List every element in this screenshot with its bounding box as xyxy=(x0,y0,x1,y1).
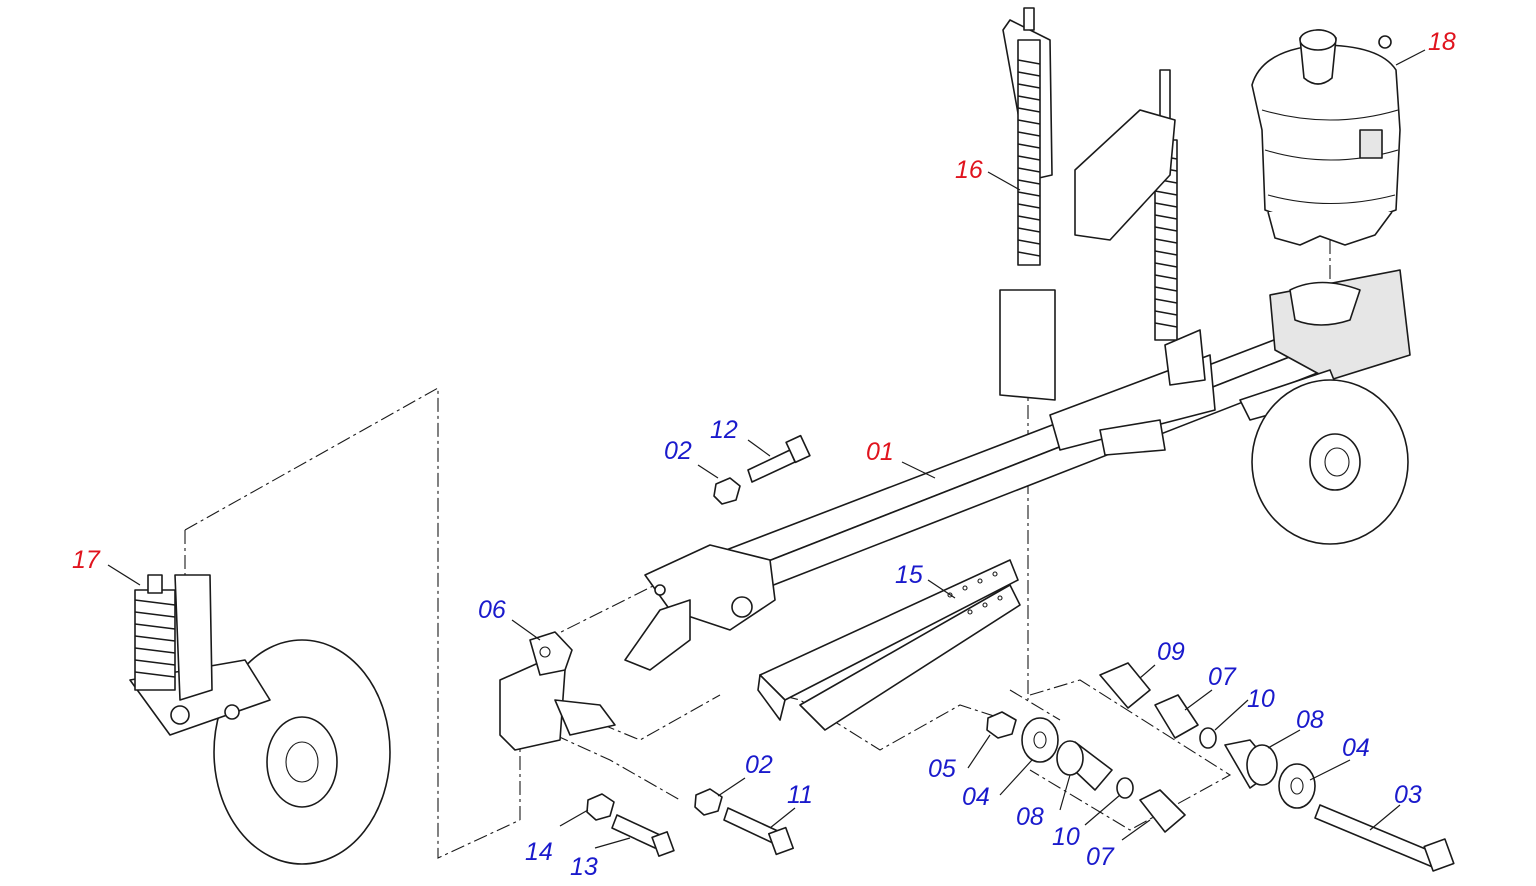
callout-04-left: 04 xyxy=(962,783,990,811)
callout-12: 12 xyxy=(710,416,738,444)
adjustment-holes xyxy=(947,571,1003,615)
callout-15: 15 xyxy=(895,561,923,589)
callout-07-upper: 07 xyxy=(1208,663,1237,691)
callout-01: 01 xyxy=(866,438,894,466)
row-cleaner-disc-assembly xyxy=(129,574,391,865)
callout-04-right: 04 xyxy=(1342,734,1370,762)
callout-06: 06 xyxy=(478,596,506,624)
callout-09: 09 xyxy=(1157,638,1185,666)
callout-08-left: 08 xyxy=(1016,803,1044,831)
callout-10-upper: 10 xyxy=(1247,685,1275,713)
seed-hopper xyxy=(1251,29,1401,246)
callout-leaders xyxy=(107,49,1426,849)
callout-13: 13 xyxy=(570,853,598,881)
callout-17: 17 xyxy=(72,546,101,574)
callout-14: 14 xyxy=(525,838,553,866)
assembly-guide-lines xyxy=(184,240,1331,859)
callout-18: 18 xyxy=(1428,28,1456,56)
mounting-bracket xyxy=(499,631,616,751)
callout-03: 03 xyxy=(1394,781,1422,809)
press-wheel-springs xyxy=(999,7,1206,401)
callout-02-top: 02 xyxy=(664,437,692,465)
callout-02-bottom: 02 xyxy=(745,751,773,779)
callout-11: 11 xyxy=(787,781,813,809)
callout-05: 05 xyxy=(928,755,956,783)
callout-07-lower: 07 xyxy=(1086,843,1115,871)
callout-08-right: 08 xyxy=(1296,706,1324,734)
callout-labels: 01 02 02 03 04 04 05 06 07 07 08 08 09 1… xyxy=(72,28,1456,881)
callout-16: 16 xyxy=(955,156,983,184)
hardware-set xyxy=(586,434,1455,872)
callout-10-lower: 10 xyxy=(1052,823,1080,851)
parallel-link-arm xyxy=(757,559,1021,731)
